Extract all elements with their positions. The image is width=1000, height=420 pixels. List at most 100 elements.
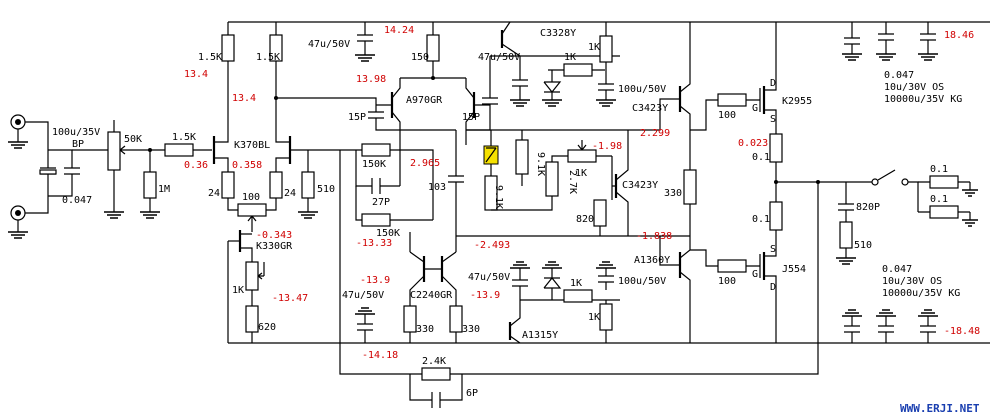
supply-bot-3: 10000u/35V KG: [882, 288, 960, 299]
zener-top: [542, 70, 562, 107]
q-j554-label: J554: [782, 264, 806, 275]
junction-dot: [431, 76, 435, 80]
input-cap-047-label: 0.047: [62, 195, 92, 206]
cap-6p-label: 6P: [466, 388, 478, 399]
r-510-a-label: 510: [317, 184, 335, 195]
volume-pot-50k[interactable]: [104, 120, 126, 219]
resistor-1k-bot2: [599, 303, 613, 331]
resistor-150k-b: [361, 213, 391, 227]
pot-1k-bias[interactable]: [567, 140, 612, 163]
volt-0-343: -0.343: [256, 230, 292, 241]
ground-symbol: [140, 211, 160, 219]
supply-top-2: 10u/30V OS: [884, 82, 944, 93]
r-1k-top2-label: 1K: [588, 42, 600, 53]
resistor-1k-top1: [563, 63, 593, 77]
cap-100u-top: [596, 78, 616, 107]
s-bot-label: S: [770, 244, 776, 255]
resistor-510-a: [301, 171, 315, 199]
d-top-label: D: [770, 78, 776, 89]
input-jack-bottom[interactable]: [8, 205, 28, 239]
cap-47u-top2-label: 47u/50V: [478, 52, 520, 63]
cap-100u-bot-label: 100u/50V: [618, 276, 666, 287]
cap-15p-l-label: 15P: [348, 112, 366, 123]
r-01-a-label: 0.1: [752, 152, 770, 163]
cap-47u-bot1: [355, 307, 375, 343]
q-c3328y-label: C3328Y: [540, 28, 576, 39]
r-1k5-input-label: 1.5K: [172, 132, 196, 143]
r-24-a-label: 24: [208, 188, 220, 199]
r-1k-bot1-label: 1K: [570, 278, 582, 289]
resistor-2k7: [545, 161, 559, 197]
wire-gate-top: [690, 99, 718, 131]
q-a970gr-label: A970GR: [406, 95, 443, 106]
volt-2-299: 2.299: [640, 128, 670, 139]
trimmer-100[interactable]: [237, 203, 267, 222]
speaker-terminal-2[interactable]: [962, 212, 978, 227]
speaker-terminal-1[interactable]: [962, 182, 978, 197]
r-150k-a-label: 150K: [362, 159, 386, 170]
cap-47u-bot2: [510, 261, 530, 300]
r-150k-b-label: 150K: [376, 228, 400, 239]
pot-1k-bias-label: 1K: [575, 168, 587, 179]
input-wire-top: [25, 121, 49, 150]
cap-47u-bot1-label: 47u/50V: [342, 290, 384, 301]
supply-top-1: 0.047: [884, 70, 914, 81]
r-100-gate-top-label: 100: [718, 110, 736, 121]
r-1m-label: 1M: [158, 184, 170, 195]
out-res-wires: [918, 181, 970, 213]
jfet-k330gr: [228, 230, 253, 262]
resistor-1m: [143, 171, 157, 199]
junction-dot: [774, 180, 778, 184]
volt-0-358: 0.358: [232, 160, 262, 171]
trim-wires: [227, 198, 277, 211]
volt-18-46: 18.46: [944, 30, 974, 41]
supply-caps-top: [842, 22, 938, 61]
switch-out-wire: [908, 181, 919, 212]
cap-47u-top2: [510, 56, 530, 107]
pot-50k-label: 50K: [124, 134, 142, 145]
pot-1k-current-source[interactable]: [245, 261, 265, 291]
npn-c3423y-driver: [628, 22, 691, 136]
r-9k1-b-label: 9.1K: [535, 152, 546, 176]
supply-bot-2: 10u/30V OS: [882, 276, 942, 287]
cap-15p-right: [466, 70, 498, 131]
resistor-24-left: [221, 171, 235, 199]
cap-27p: [355, 150, 400, 194]
r-100-gate-bot-label: 100: [718, 276, 736, 287]
q-c3423y-drv-label: C3423Y: [632, 103, 668, 114]
volt-0-023: 0.023: [738, 138, 768, 149]
resistor-1k5-drain-left: [221, 34, 235, 62]
output-switch[interactable]: [871, 169, 909, 186]
r-330-b-label: 330: [462, 324, 480, 335]
volt-13-9-a: -13.9: [360, 275, 390, 286]
input-cap-label: 100u/35V: [52, 127, 100, 138]
r-1k5-b-label: 1.5K: [256, 52, 280, 63]
input-cap-bp-label: BP: [72, 139, 84, 150]
ground-symbol-510: [298, 211, 318, 219]
volt-13-47: -13.47: [272, 293, 308, 304]
pnp-a970gr-right: [465, 78, 490, 145]
volt-14-18: -14.18: [362, 350, 398, 361]
g-top-label: G: [752, 103, 758, 114]
volt-0-36: 0.36: [184, 160, 208, 171]
q-k330gr-label: K330GR: [256, 241, 293, 252]
resistor-0-1-b: [769, 201, 783, 231]
zener-highlight: [483, 145, 499, 165]
volt-2-493: -2.493: [474, 240, 510, 251]
volt-13-9-b: -13.9: [470, 290, 500, 301]
global-feedback-wire: [339, 182, 819, 375]
input-jack-top[interactable]: [8, 114, 28, 149]
mosfet-k2955: [746, 22, 777, 134]
zener-bottom: [542, 261, 562, 300]
volt-1-98: -1.98: [592, 141, 622, 152]
mosfet-j554: [746, 230, 777, 343]
r-330-mid-label: 330: [664, 188, 682, 199]
volt-18-48: -18.48: [944, 326, 980, 337]
r-1k-bot2-label: 1K: [588, 312, 600, 323]
r-01-out1-label: 0.1: [930, 164, 948, 175]
input-bp-capacitor: [39, 150, 57, 196]
resistor-2k4: [421, 367, 451, 381]
wire-9k1-a: [491, 196, 553, 211]
resistor-9k1-b: [515, 139, 529, 175]
cap-47u-bot2-label: 47u/50V: [468, 272, 510, 283]
